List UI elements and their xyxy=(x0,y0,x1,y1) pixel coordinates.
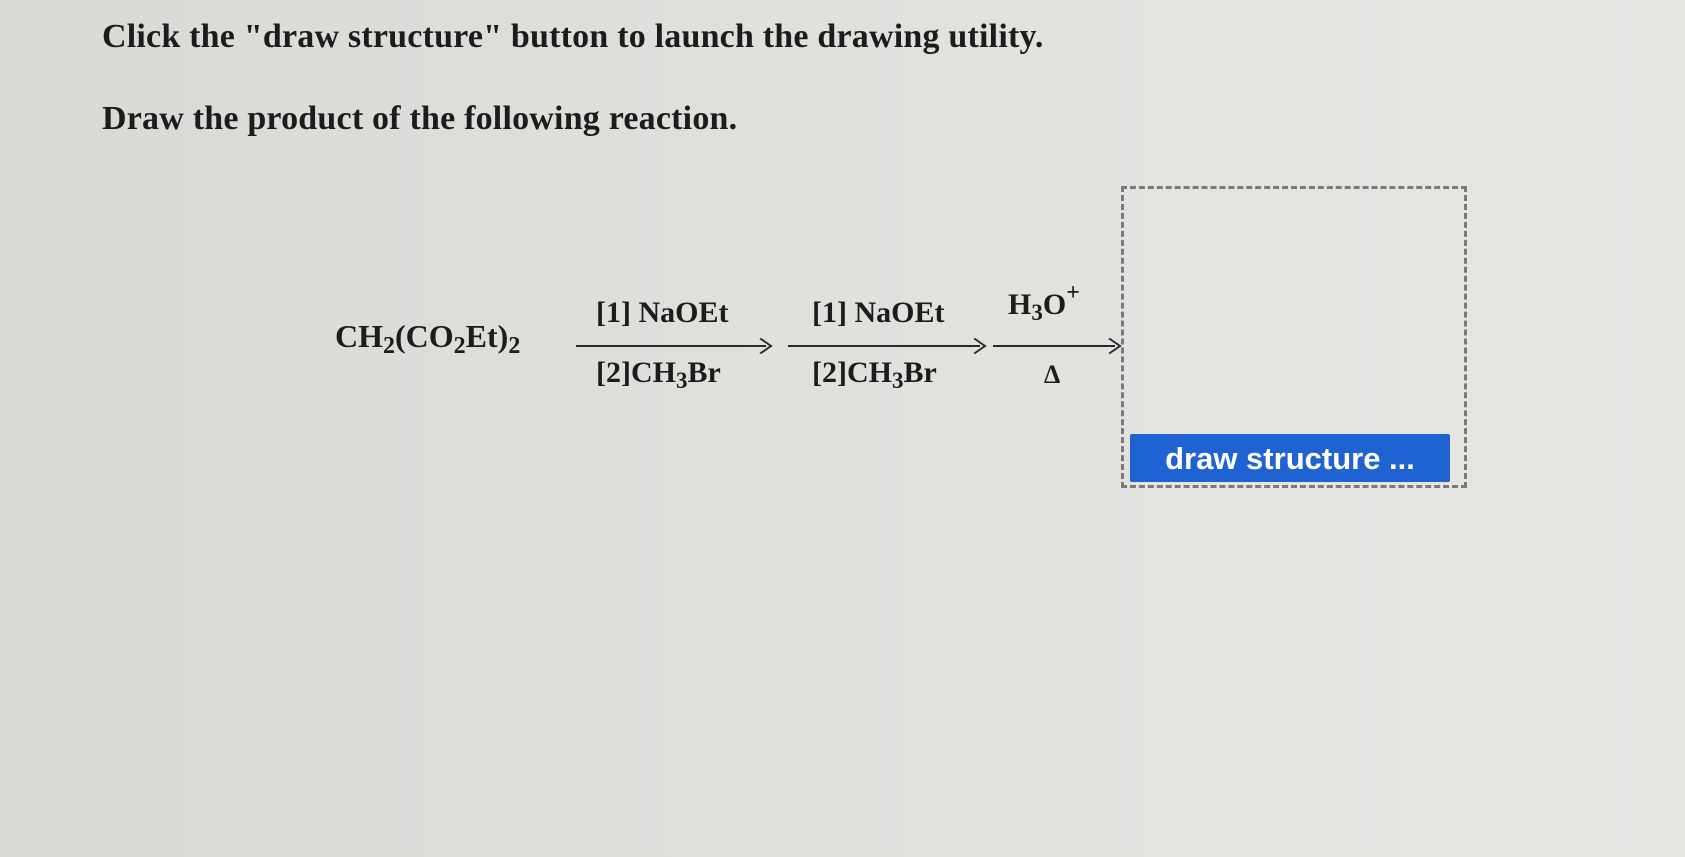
answer-drawing-area[interactable] xyxy=(1121,186,1467,488)
step2-reagent-bottom: [2]CH3Br xyxy=(812,356,937,393)
reaction-arrow-2 xyxy=(788,345,980,347)
step1-reagent-top: [1] NaOEt xyxy=(596,296,729,329)
step3-reagent-top: H3O+ xyxy=(1008,280,1080,325)
question-prompt: Draw the product of the following reacti… xyxy=(102,100,738,137)
reaction-arrow-1 xyxy=(576,345,766,347)
reaction-arrow-3 xyxy=(993,345,1115,347)
step2-reagent-top: [1] NaOEt xyxy=(812,296,945,329)
instruction-text: Click the "draw structure" button to lau… xyxy=(102,18,1044,55)
reactant-formula: CH2(CO2Et)2 xyxy=(335,318,521,359)
draw-structure-button[interactable]: draw structure ... xyxy=(1130,434,1450,482)
step1-reagent-bottom: [2]CH3Br xyxy=(596,356,721,393)
step3-reagent-bottom: Δ xyxy=(1044,360,1061,389)
